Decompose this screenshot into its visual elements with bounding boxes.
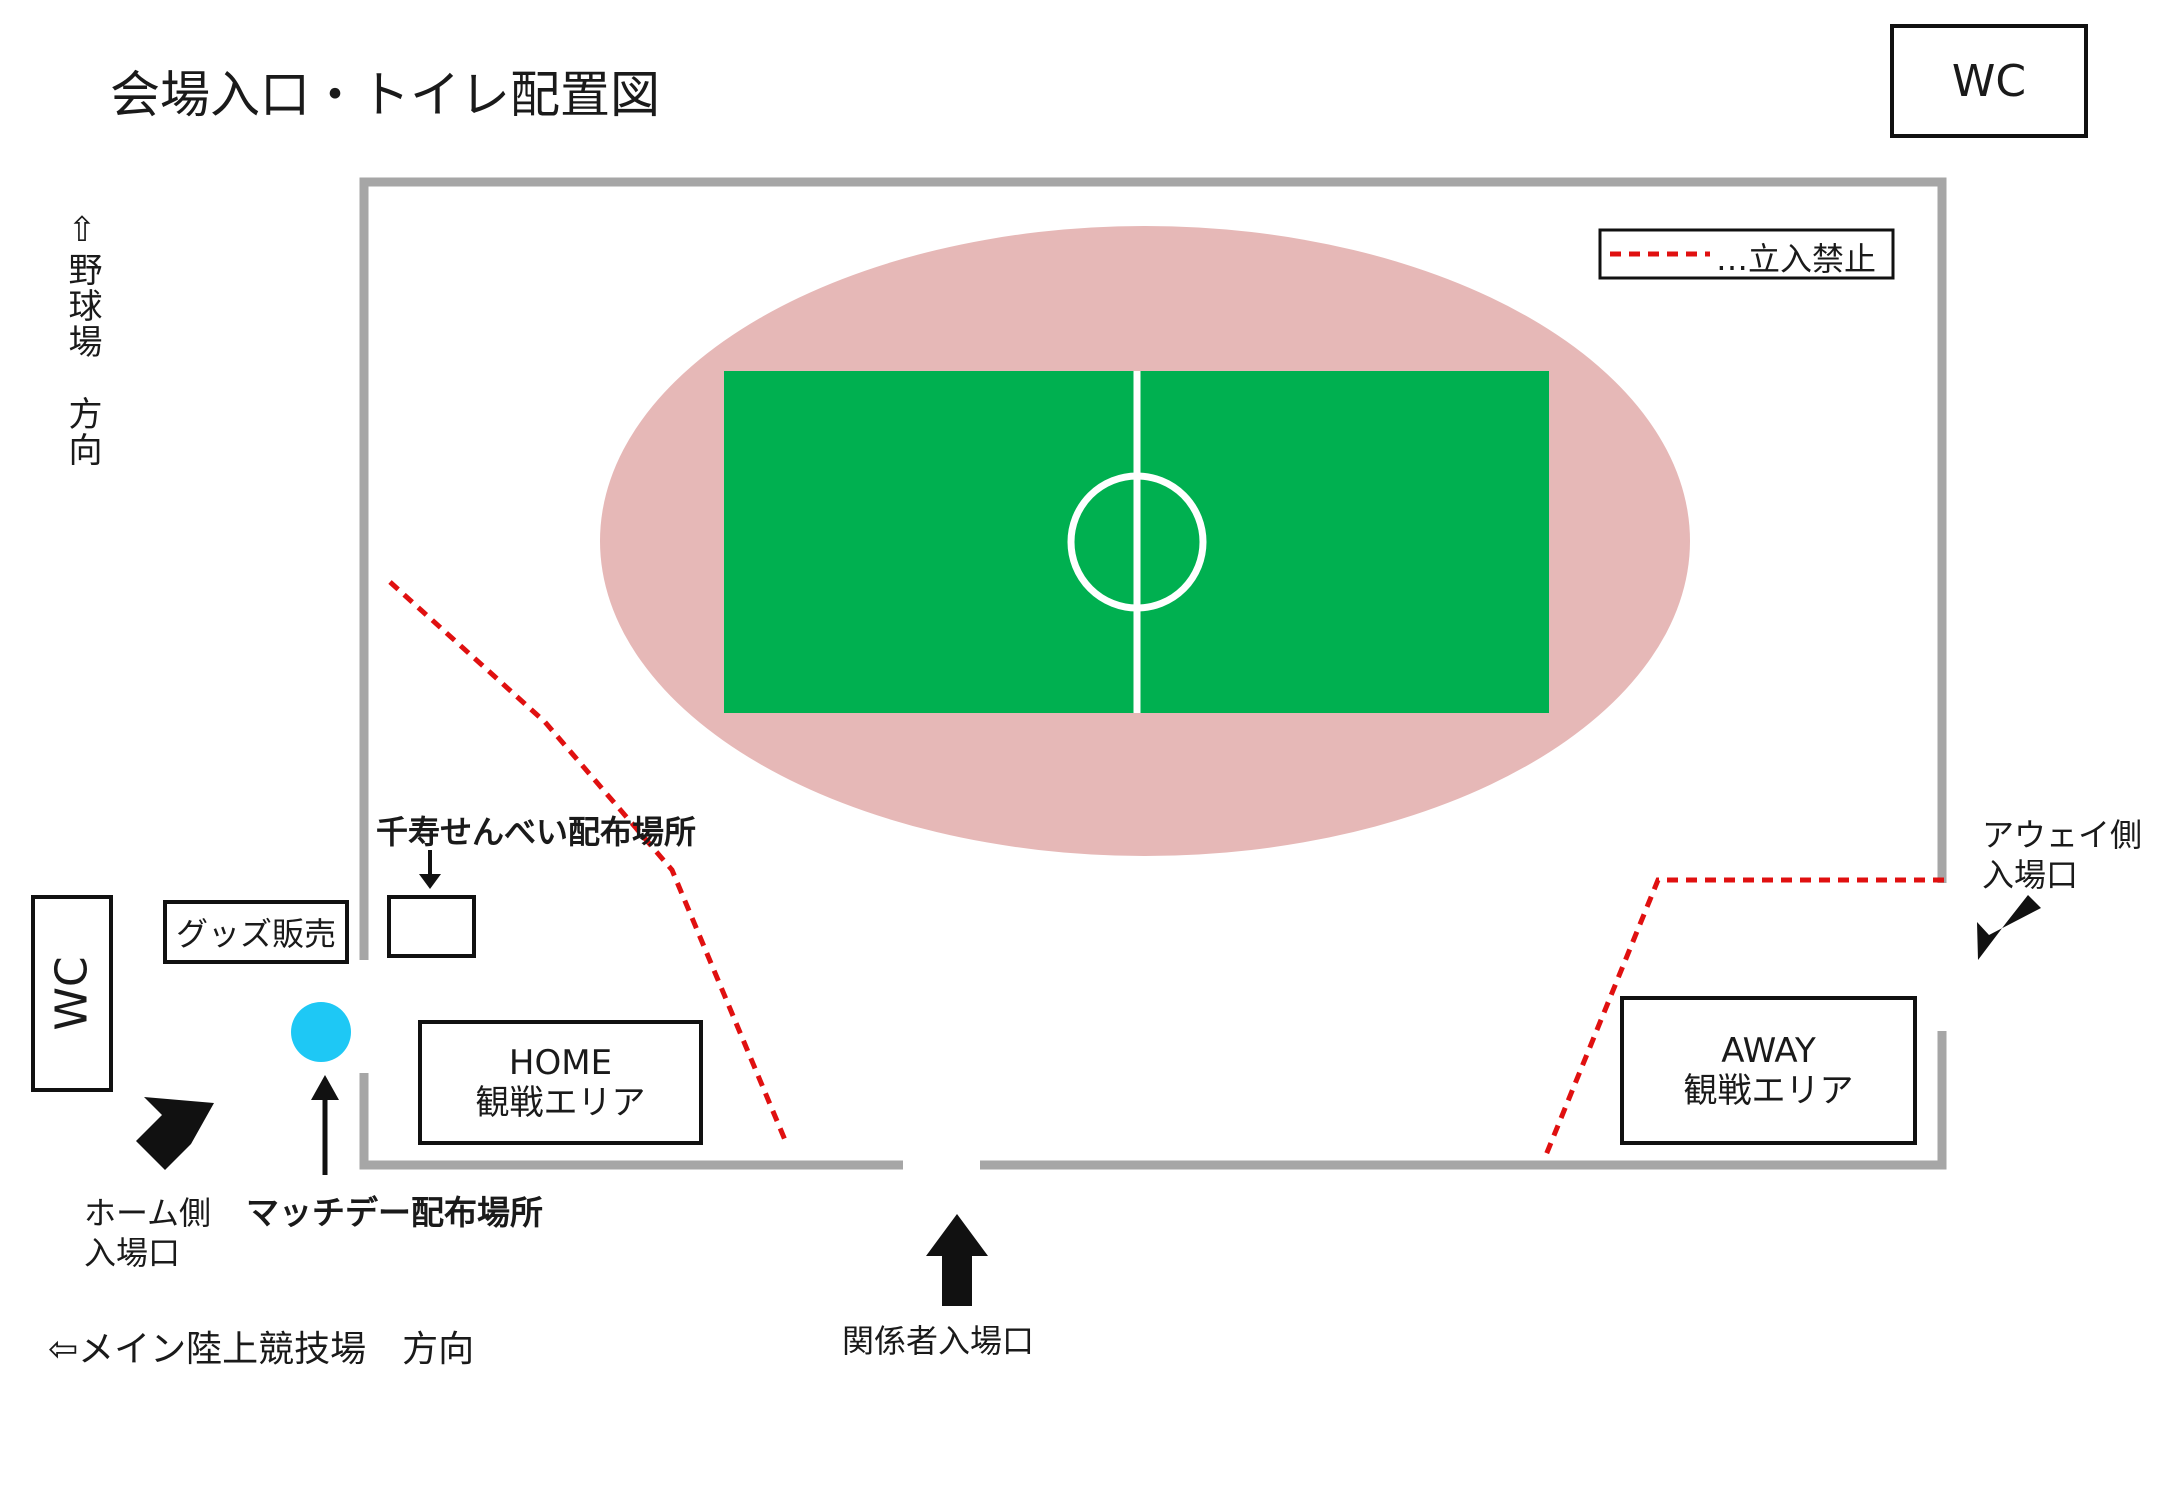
center-circle (1067, 472, 1207, 612)
wall-south-east (980, 1031, 1947, 1170)
matchday-arrow (311, 1075, 339, 1175)
goods-booth: グッズ販売 (163, 900, 349, 964)
away-entrance-arrow (1977, 895, 2041, 960)
matchday-distribution-label: マッチデー配布場所 (246, 1193, 543, 1232)
wc-left-box: WC (31, 895, 113, 1092)
home-area-subtitle: 観戦エリア (475, 1082, 646, 1123)
home-entrance-line1: ホーム側 (84, 1194, 212, 1232)
page-title: 会場入口・トイレ配置図 (110, 66, 660, 124)
away-entrance-line1: アウェイ側 (1982, 816, 2143, 854)
home-entrance-arrow (136, 1097, 214, 1170)
direction-baseball-field: ⇧野球場 方向 (62, 210, 102, 468)
matchday-marker (291, 1002, 351, 1062)
goods-label: グッズ販売 (175, 915, 336, 953)
wall-south-west (359, 1073, 903, 1170)
staff-entrance-label: 関係者入場口 (842, 1322, 1035, 1360)
senbei-arrow (419, 850, 441, 889)
restricted-lines (388, 580, 1944, 1156)
venue-walls (359, 177, 1947, 1170)
wc-top-box: WC (1890, 24, 2088, 138)
legend-label: …立入禁止 (1716, 240, 1877, 278)
home-area-title: HOME (508, 1042, 613, 1083)
away-area-title: AWAY (1721, 1030, 1816, 1071)
staff-entrance-arrow (926, 1214, 988, 1306)
wall-north-west (359, 177, 1947, 960)
away-viewing-area: AWAY 観戦エリア (1620, 996, 1917, 1145)
wc-top-label: WC (1951, 55, 2027, 107)
direction-main-stadium: ⇦メイン陸上競技場 方向 (48, 1329, 475, 1370)
home-viewing-area: HOME 観戦エリア (418, 1020, 703, 1145)
home-entrance-line2: 入場口 (84, 1234, 181, 1272)
wc-left-label: WC (46, 956, 98, 1031)
senbei-booth (387, 895, 476, 958)
restricted-line-east (1543, 877, 1944, 1156)
restricted-line-west (388, 580, 788, 1141)
senbei-distribution-label: 千寿せんべい配布場所 (376, 813, 697, 851)
away-area-subtitle: 観戦エリア (1683, 1070, 1854, 1111)
away-entrance-line2: 入場口 (1982, 856, 2079, 894)
